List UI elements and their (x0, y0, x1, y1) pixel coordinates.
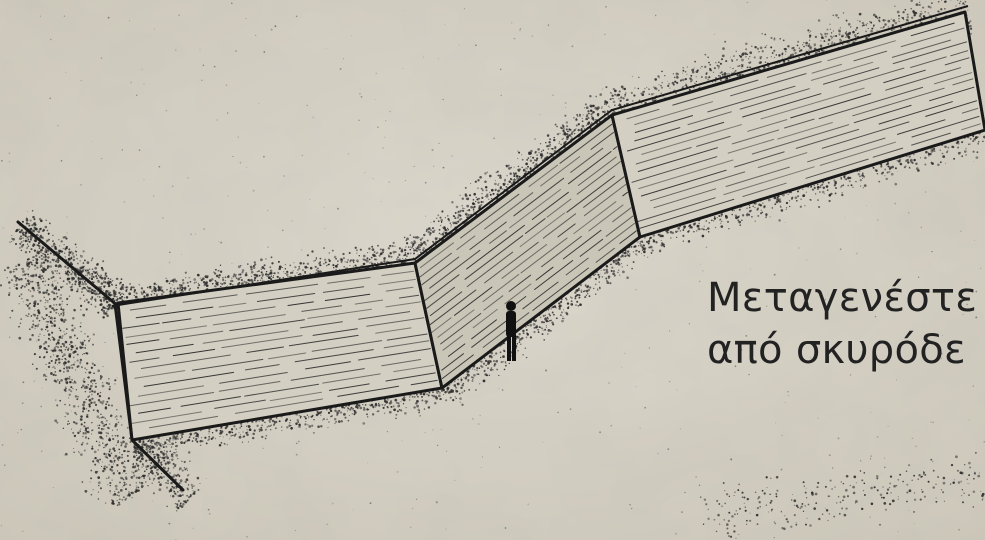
caption-line-1: Μεταγενέστε (707, 278, 977, 318)
caption-line-2: από σκυρόδε (707, 330, 966, 370)
